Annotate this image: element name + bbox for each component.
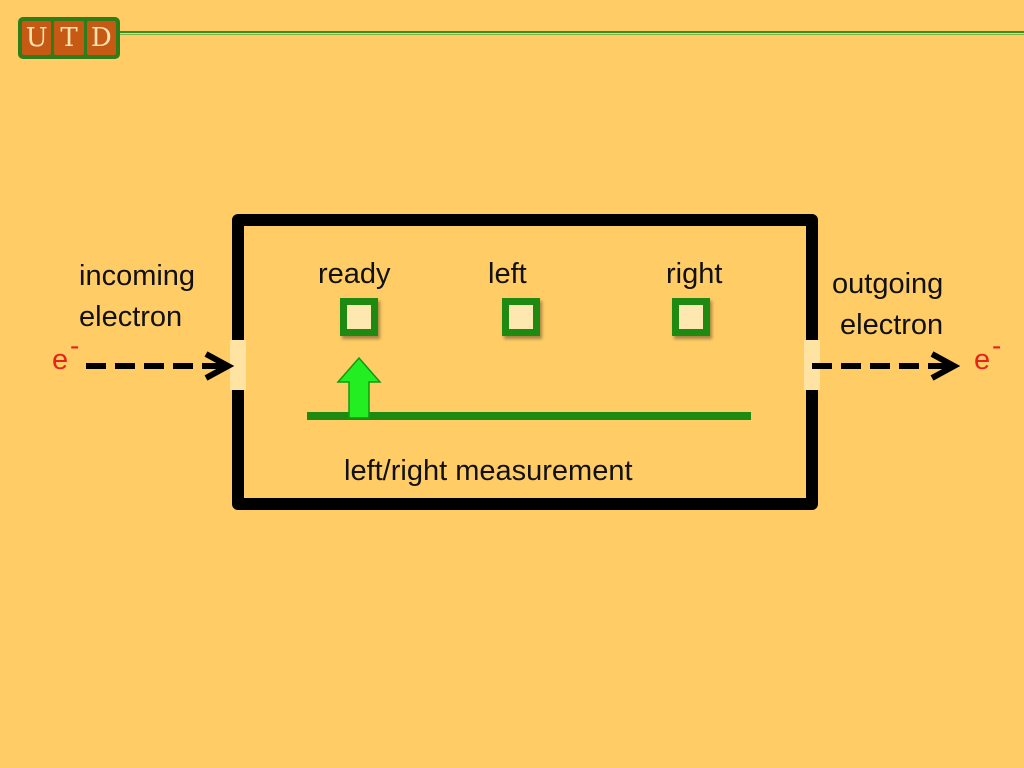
indicator-ready [340, 298, 378, 336]
incoming-arrow [86, 351, 235, 381]
incoming-label-line2: electron [79, 301, 183, 333]
outgoing-label-line1: outgoing [832, 268, 944, 300]
meter-baseline [307, 412, 751, 420]
box-entry-opening [230, 340, 246, 390]
indicator-label-ready: ready [318, 258, 391, 290]
pointer-up-arrow-icon [336, 356, 382, 419]
incoming-label-line1: incoming [79, 260, 196, 292]
indicator-right [672, 298, 710, 336]
logo-letter-u: U [22, 21, 52, 55]
header-rule [120, 31, 1024, 35]
outgoing-electron-charge: - [992, 330, 1002, 361]
outgoing-label-line2: electron [840, 309, 944, 341]
outgoing-electron-symbol: e [974, 344, 991, 376]
measurement-label: left/right measurement [344, 455, 633, 487]
indicator-label-right: right [666, 258, 723, 290]
outgoing-arrow [812, 351, 961, 381]
logo-letter-d: D [86, 21, 116, 55]
indicator-label-left: left [488, 258, 527, 290]
incoming-electron-symbol: e [52, 344, 69, 376]
logo-letter-t: T [54, 21, 84, 55]
indicator-left [502, 298, 540, 336]
utd-logo: U T D [18, 17, 120, 59]
incoming-electron-charge: - [70, 330, 80, 361]
